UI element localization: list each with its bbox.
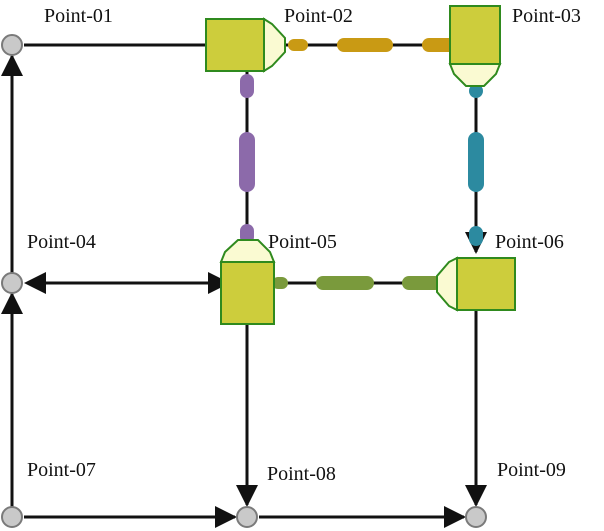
node-p01[interactable] — [1, 34, 23, 56]
teal-link — [468, 84, 484, 246]
teal-segment — [469, 84, 483, 98]
gold-segment — [337, 38, 393, 52]
teal-segment — [469, 226, 483, 246]
node-p08[interactable] — [236, 506, 258, 528]
label-p09: Point-09 — [497, 459, 566, 481]
gold-segment — [288, 39, 308, 51]
gold-segment — [422, 38, 456, 52]
green-segment — [316, 276, 374, 290]
label-p06: Point-06 — [495, 231, 564, 253]
node-p09[interactable] — [465, 506, 487, 528]
agent-p03 — [448, 5, 502, 87]
point-labels: Point-01 Point-02 Point-03 Point-04 Poin… — [27, 5, 581, 485]
label-p07: Point-07 — [27, 459, 96, 481]
purple-segment — [239, 132, 255, 192]
green-link — [272, 276, 442, 290]
gold-link — [288, 38, 456, 52]
teal-segment — [468, 132, 484, 192]
label-p04: Point-04 — [27, 231, 96, 253]
label-p01: Point-01 — [44, 5, 113, 27]
green-segment — [402, 276, 442, 290]
agent-p02 — [205, 17, 286, 73]
label-p03: Point-03 — [512, 5, 581, 27]
arrowhead-to-p05 — [208, 272, 230, 294]
agent-p06 — [436, 256, 516, 312]
label-p08: Point-08 — [267, 463, 336, 485]
point-nodes — [1, 34, 487, 528]
purple-segment — [240, 74, 254, 98]
arrowhead-to-p04 — [24, 272, 46, 294]
label-p02: Point-02 — [284, 5, 353, 27]
node-p07[interactable] — [1, 506, 23, 528]
agent-p05 — [219, 239, 276, 325]
node-p04[interactable] — [1, 272, 23, 294]
label-p05: Point-05 — [268, 231, 337, 253]
green-segment — [272, 277, 288, 289]
